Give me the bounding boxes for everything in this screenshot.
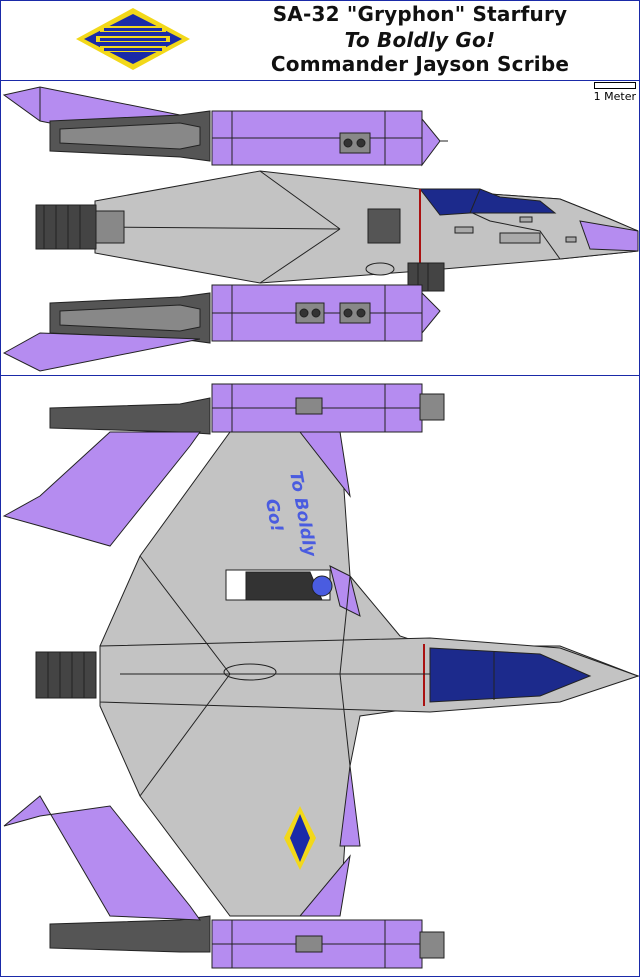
pilot-figure-icon xyxy=(225,569,333,601)
hull-logo-icon xyxy=(284,806,316,870)
scale-indicator: 1 Meter xyxy=(594,82,636,103)
scale-bar xyxy=(594,82,636,89)
starfury-logo-icon xyxy=(76,8,190,70)
top-view-drawing: To Boldly Go! xyxy=(2,383,640,969)
side-view-drawing xyxy=(2,86,639,372)
side-view-panel xyxy=(0,81,640,376)
title-line-1: SA-32 "Gryphon" Starfury xyxy=(272,2,568,26)
scale-label: 1 Meter xyxy=(593,90,636,103)
title-line-3: Commander Jayson Scribe xyxy=(270,52,570,76)
header: SA-32 "Gryphon" Starfury To Boldly Go! C… xyxy=(0,0,640,81)
top-view-panel: To Boldly Go! xyxy=(0,376,640,976)
title-line-2: To Boldly Go! xyxy=(344,28,496,52)
